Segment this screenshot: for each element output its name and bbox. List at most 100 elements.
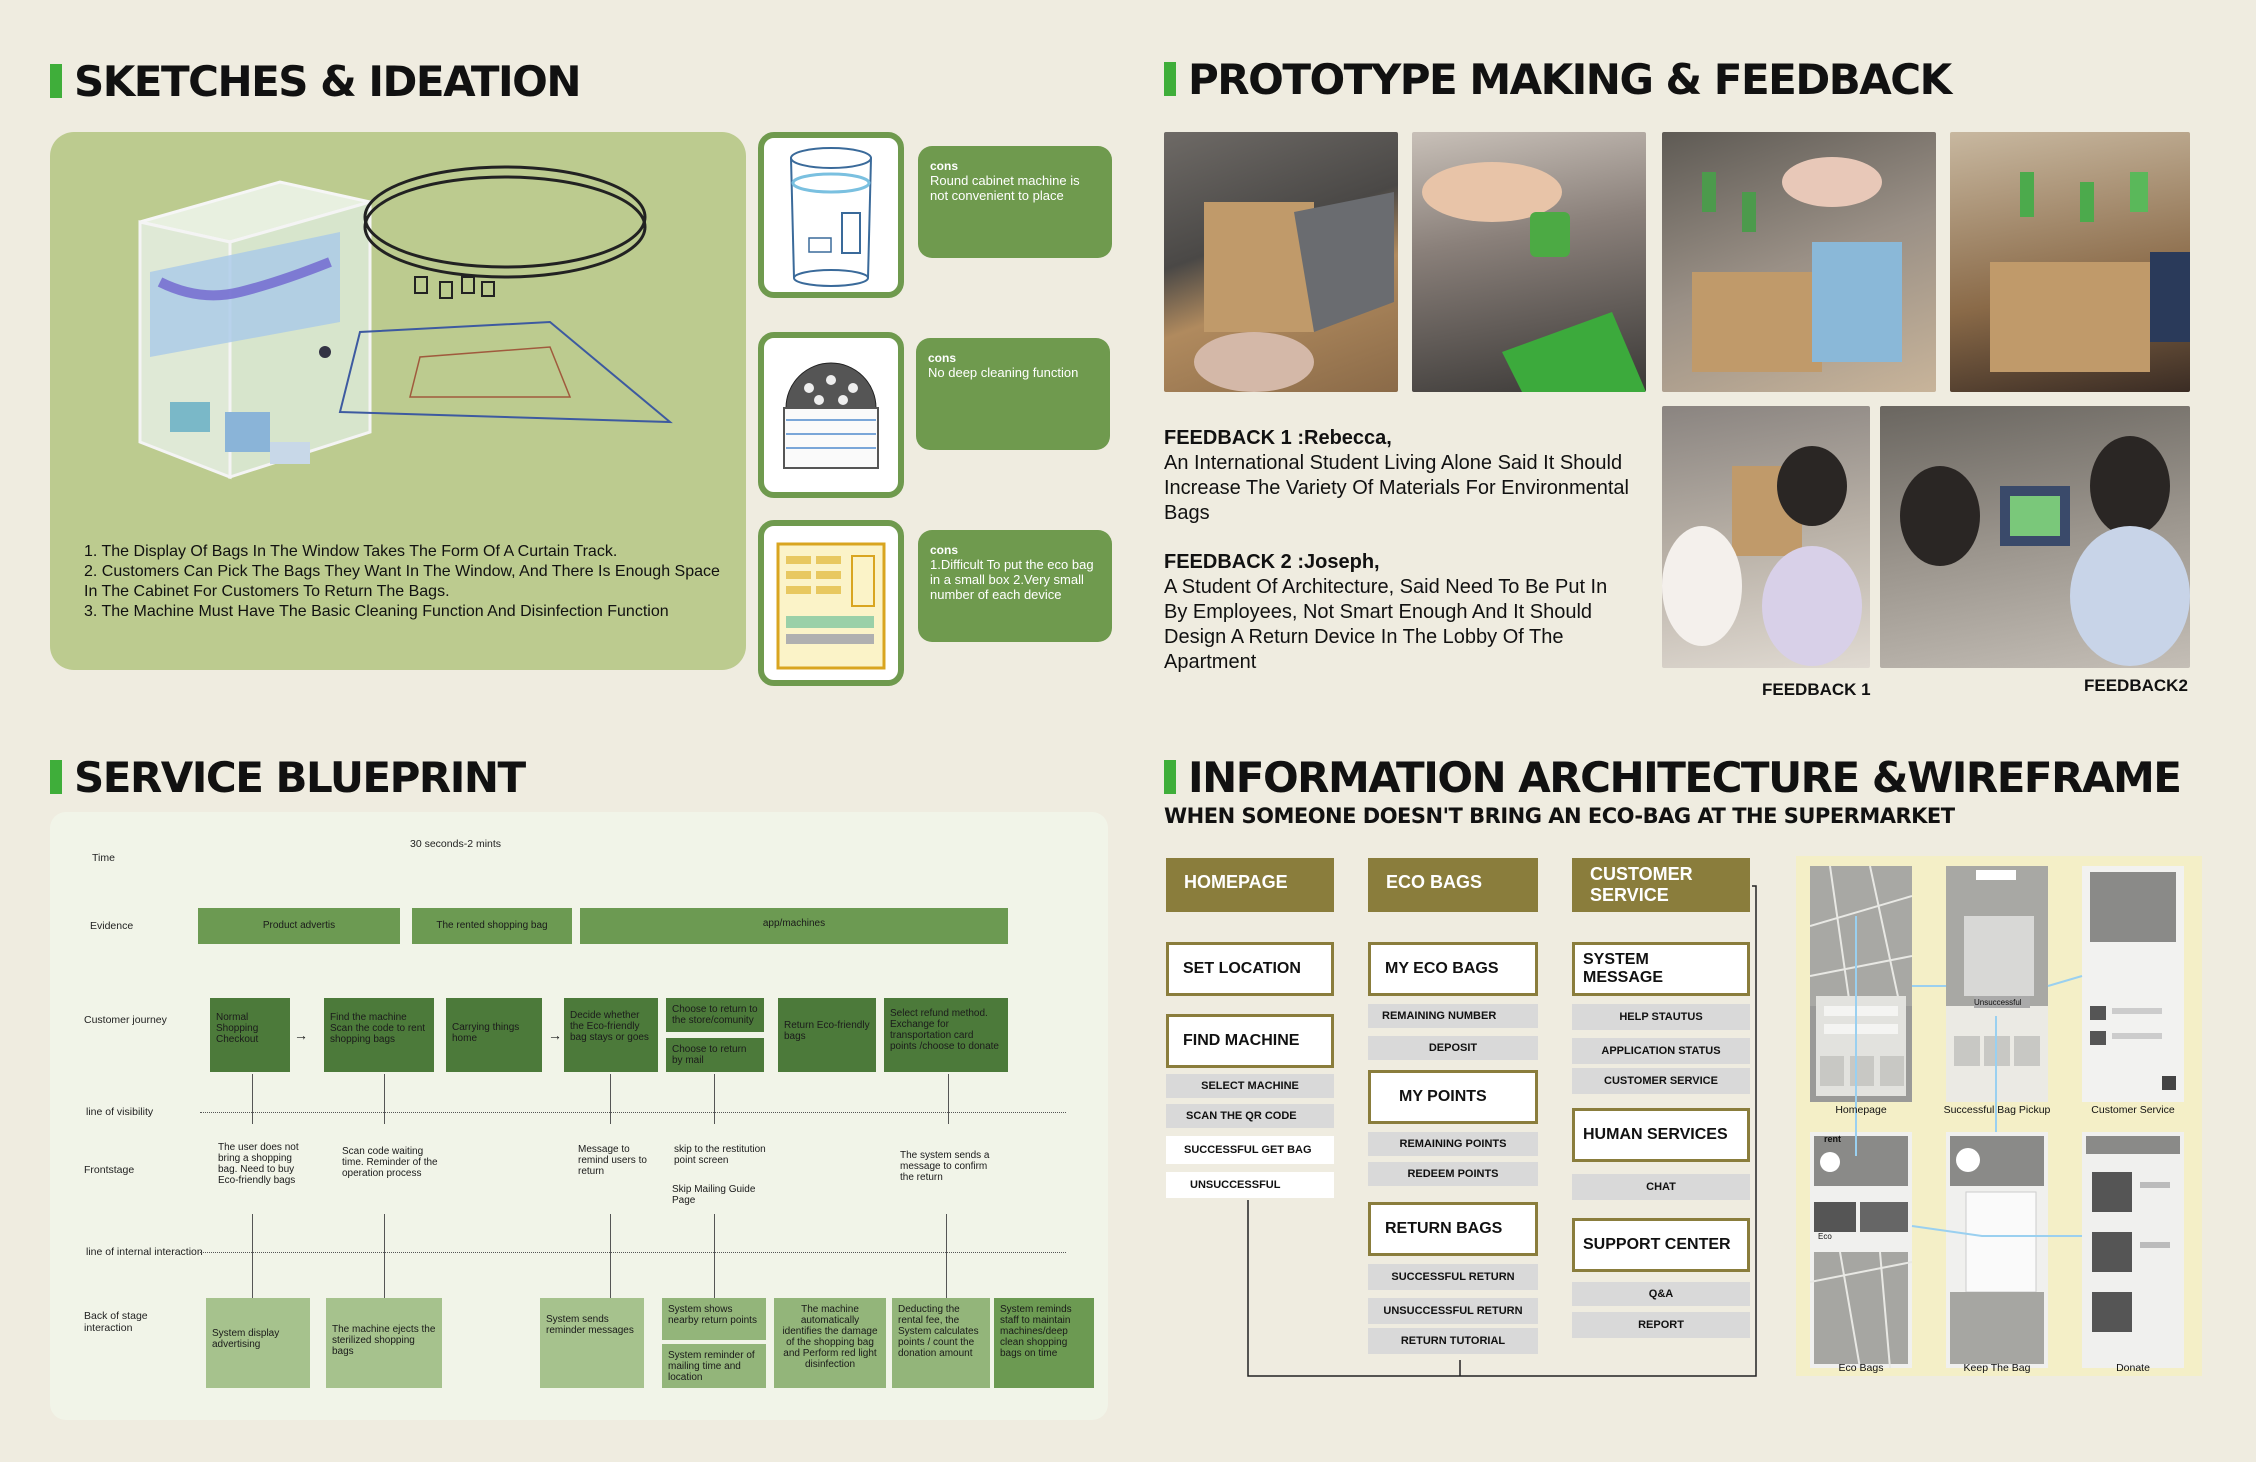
wireframe-caption: Successful Bag Pickup <box>1943 1104 2051 1116</box>
wireframe-flow-arrows <box>1855 916 2083 1237</box>
hanging-bags-prototype-drawing <box>1990 172 2190 372</box>
ia-select-machine: SELECT MACHINE <box>1166 1074 1334 1098</box>
feedback2-block: FEEDBACK 2 :Joseph, A Student Of Archite… <box>1164 550 1634 675</box>
service-wireframe <box>2090 872 2176 1090</box>
map-wireframe <box>1810 866 1912 1096</box>
ia-qa: Q&A <box>1572 1282 1750 1306</box>
ia-remaining-points: REMAINING POINTS <box>1368 1132 1538 1156</box>
ia-my-eco-bags: MY ECO BAGS <box>1368 942 1538 996</box>
round-cabinet-sketch <box>758 132 904 298</box>
prototype-heading: PROTOTYPE MAKING & FEEDBACK <box>1164 54 1952 104</box>
arrow-right-icon: → <box>294 1027 308 1043</box>
wireframe-donate <box>2082 1132 2184 1368</box>
feedback2-body: A Student Of Architecture, Said Need To … <box>1164 576 1608 673</box>
wireframe-panel: Unsuccessful rent Eco <box>1796 856 2202 1376</box>
backstage-box: The machine ejects the sterilized shoppi… <box>326 1298 442 1388</box>
sketch-panel: 1. The Display Of Bags In The Window Tak… <box>50 132 746 670</box>
backstage-box: System display advertising <box>206 1298 310 1388</box>
journey-step: Find the machine Scan the code to rent s… <box>324 998 434 1072</box>
row-label-time: Time <box>92 852 115 864</box>
blueprint-panel: 30 seconds-2 mints Time Evidence Custome… <box>50 812 1108 1420</box>
row-label-journey: Customer journey <box>84 1014 167 1026</box>
dome-machine-drawing <box>783 362 879 469</box>
frontstage-text: The user does not bring a shopping bag. … <box>218 1142 299 1186</box>
eco-tag: Eco <box>1818 1232 1832 1241</box>
feedback1-photo <box>1662 406 1870 668</box>
prototype-title: PROTOTYPE MAKING & FEEDBACK <box>1188 54 1952 104</box>
evidence-box: app/machines <box>580 908 1008 944</box>
ia-scan-qr: SCAN THE QR CODE <box>1166 1104 1334 1128</box>
journey-step: Normal Shopping Checkout <box>210 998 290 1072</box>
backstage-box: The machine automatically identifies the… <box>774 1298 886 1388</box>
prototype-photo <box>1412 132 1646 392</box>
frontstage-text: Scan code waiting time. Reminder of the … <box>342 1146 438 1179</box>
ia-column-eco-bags: ECO BAGS <box>1368 858 1538 912</box>
ia-column-homepage: HOMEPAGE <box>1166 858 1334 912</box>
cons-text: 1.Difficult To put the eco bag in a smal… <box>930 557 1094 602</box>
pickup-wireframe <box>1946 866 2048 1066</box>
rent-tag: rent <box>1824 1134 1842 1144</box>
connector-line <box>946 1214 947 1304</box>
feedback2-photo <box>1880 406 2190 668</box>
connector-line <box>384 1214 385 1304</box>
feedback1-caption: FEEDBACK 1 <box>1762 680 1871 699</box>
backstage-box: System reminder of mailing time and loca… <box>662 1344 766 1388</box>
ia-return-tutorial: RETURN TUTORIAL <box>1368 1328 1538 1354</box>
wireframe-caption: Homepage <box>1835 1104 1887 1116</box>
cons-card: cons No deep cleaning function <box>916 338 1110 450</box>
eco-bags-wireframe <box>1810 1136 1912 1368</box>
box-cabinet-sketch <box>758 520 904 686</box>
machine-sketch-illustration <box>138 165 673 480</box>
ia-customer-service: CUSTOMER SERVICE <box>1572 1068 1750 1094</box>
donate-wireframe <box>2086 1136 2180 1332</box>
journey-step: Decide whether the Eco-friendly bag stay… <box>564 998 658 1072</box>
ia-unsuccessful-return: UNSUCCESSFUL RETURN <box>1368 1298 1538 1324</box>
feedback2-title: FEEDBACK 2 :Joseph, <box>1164 551 1380 573</box>
backstage-box: System shows nearby return points <box>662 1298 766 1340</box>
ia-set-location: SET LOCATION <box>1166 942 1334 996</box>
line-of-internal-interaction <box>200 1252 1066 1253</box>
keep-bag-wireframe <box>1950 1136 2044 1364</box>
prototype-photo <box>1950 132 2190 392</box>
cons-card: cons 1.Difficult To put the eco bag in a… <box>918 530 1112 642</box>
ia-report: REPORT <box>1572 1312 1750 1338</box>
connector-line <box>252 1214 253 1304</box>
connector-line <box>714 1074 715 1124</box>
journey-step: Select refund method. Exchange for trans… <box>884 998 1008 1072</box>
connector-line <box>714 1214 715 1304</box>
cons-label: cons <box>930 543 959 557</box>
heading-accent-bar <box>50 64 62 98</box>
row-label-evidence: Evidence <box>90 920 134 932</box>
ia-my-points: MY POINTS <box>1368 1070 1538 1124</box>
heading-accent-bar <box>1164 760 1176 794</box>
box-cabinet-drawing <box>776 542 886 670</box>
ia-find-machine: FIND MACHINE <box>1166 1014 1334 1068</box>
ia-heading: INFORMATION ARCHITECTURE &WIREFRAME <box>1164 752 2182 802</box>
frontstage-text: skip to the restitution point screen <box>674 1144 766 1166</box>
backstage-box: Deducting the rental fee, the System cal… <box>892 1298 990 1388</box>
heading-accent-bar <box>1164 62 1176 96</box>
dome-machine-sketch <box>758 332 904 498</box>
cons-text: No deep cleaning function <box>928 365 1079 380</box>
sketch-note: 1. The Display Of Bags In The Window Tak… <box>84 543 618 560</box>
blueprint-title: SERVICE BLUEPRINT <box>74 752 526 802</box>
ia-successful-get: SUCCESSFUL GET BAG <box>1166 1136 1334 1164</box>
connector-line <box>948 1074 949 1124</box>
connector-line <box>610 1214 611 1304</box>
feedback2-scene-drawing <box>1900 436 2190 666</box>
feedback1-body: An International Student Living Alone Sa… <box>1164 452 1629 524</box>
cons-text: Round cabinet machine is not convenient … <box>930 173 1080 203</box>
ia-redeem-points: REDEEM POINTS <box>1368 1162 1538 1186</box>
journey-step: Carrying things home <box>446 998 542 1072</box>
time-value: 30 seconds-2 mints <box>410 838 502 850</box>
cons-card: cons Round cabinet machine is not conven… <box>918 146 1112 258</box>
green-bag-drawing <box>1422 162 1646 392</box>
ia-column-customer-service: CUSTOMER SERVICE <box>1572 858 1750 912</box>
ia-chat: CHAT <box>1572 1174 1750 1200</box>
wireframe-caption: Donate <box>2116 1362 2150 1374</box>
cardboard-prototype-drawing <box>1194 192 1394 392</box>
wireframe-successful-pickup: Unsuccessful <box>1946 866 2048 1102</box>
ia-successful-return: SUCCESSFUL RETURN <box>1368 1264 1538 1290</box>
backstage-box: System reminds staff to maintain machine… <box>994 1298 1094 1388</box>
evidence-box: The rented shopping bag <box>412 908 572 944</box>
